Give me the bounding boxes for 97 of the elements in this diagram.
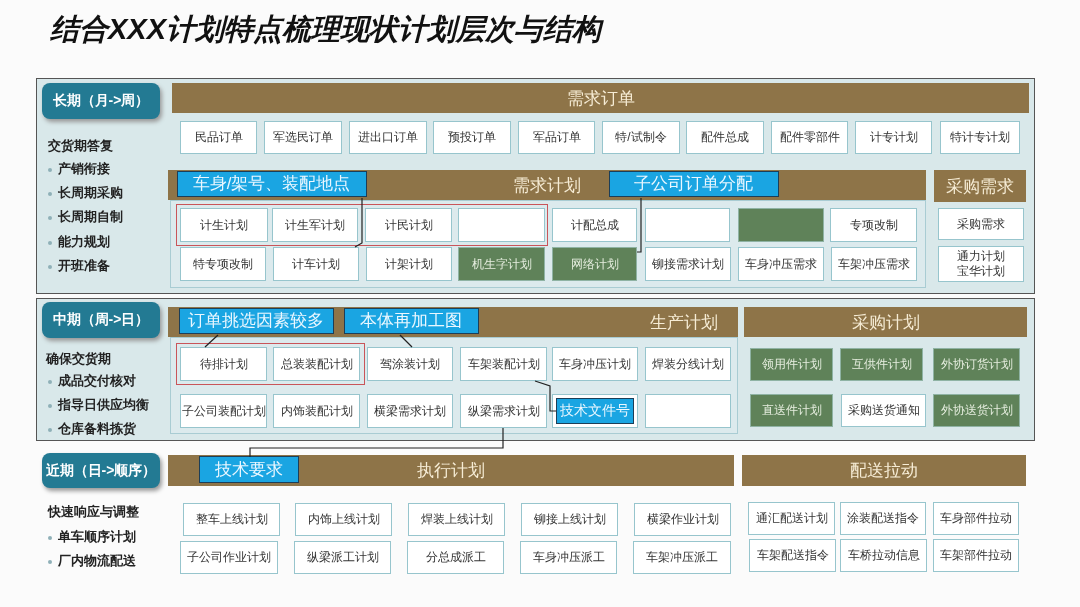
plan-box: 车桥拉动信息: [840, 539, 927, 572]
plan-box: 预投订单: [433, 121, 511, 154]
plan-box: 整车上线计划: [183, 503, 280, 536]
leader-line: [249, 427, 504, 458]
plan-box: 驾涂装计划: [367, 347, 453, 381]
plan-box: 采购需求: [938, 208, 1024, 240]
bullet-item: 仓库备料拣货: [48, 420, 136, 438]
plan-box: 横梁需求计划: [367, 394, 453, 428]
callout-box: 技术要求: [198, 455, 299, 483]
plan-box: [738, 208, 824, 242]
plan-box: 直送件计划: [750, 394, 833, 427]
plan-box: 网络计划: [552, 247, 637, 281]
bullet-item: 厂内物流配送: [48, 552, 136, 570]
page-title: 结合XXX计划特点梳理现状计划层次与结构: [50, 12, 602, 47]
plan-box: 机生字计划: [458, 247, 545, 281]
plan-box: 车架冲压派工: [633, 541, 731, 574]
plan-box: 铆接需求计划: [645, 247, 731, 281]
plan-box: [458, 208, 545, 242]
plan-box: 横梁作业计划: [634, 503, 731, 536]
plan-box: 子公司作业计划: [180, 541, 278, 574]
plan-box: 涂装配送指令: [840, 502, 926, 535]
plan-box: 计民计划: [365, 208, 452, 242]
plan-box: 专项改制: [830, 208, 917, 242]
plan-box: 车架配送指令: [749, 539, 836, 572]
section-header: 采购计划: [744, 307, 1027, 337]
plan-box: 外协订货计划: [933, 348, 1020, 381]
section-header: 需求订单: [172, 83, 1029, 113]
callout-box: 技术文件号: [555, 397, 634, 424]
plan-box: [645, 394, 731, 428]
plan-box: 进出口订单: [349, 121, 427, 154]
plan-box: 车架部件拉动: [933, 539, 1019, 572]
period-tag: 长期（月->周）: [42, 83, 160, 119]
plan-box: 通力计划宝华计划: [938, 246, 1024, 282]
plan-box: 内饰装配计划: [273, 394, 360, 428]
leader-line: [636, 197, 642, 253]
plan-box: 外协送货计划: [933, 394, 1020, 427]
plan-box: 特计专计划: [940, 121, 1020, 154]
plan-box: 车架装配计划: [460, 347, 547, 381]
plan-box: 铆接上线计划: [521, 503, 618, 536]
plan-box: 车身冲压派工: [520, 541, 617, 574]
plan-box: 车架冲压需求: [831, 247, 917, 281]
bullet-item: 开班准备: [48, 257, 110, 275]
plan-box: 待排计划: [180, 347, 267, 381]
bullet-item: 长周期自制: [48, 208, 123, 226]
bullet-item: 产销衔接: [48, 160, 110, 178]
plan-box: 焊装上线计划: [408, 503, 505, 536]
plan-box: 车身冲压需求: [738, 247, 824, 281]
section-note: 快速响应与调整: [48, 503, 139, 521]
leader-line: [204, 334, 219, 348]
plan-box: 计生军计划: [272, 208, 358, 242]
callout-box: 本体再加工图: [343, 307, 479, 334]
callout-box: 子公司订单分配: [608, 170, 779, 197]
leader-line: [399, 334, 413, 348]
plan-box: 分总成派工: [407, 541, 504, 574]
plan-box: 民品订单: [180, 121, 257, 154]
plan-box: 采购送货通知: [841, 394, 926, 427]
plan-box: 军选民订单: [264, 121, 342, 154]
plan-box: 子公司装配计划: [180, 394, 267, 428]
period-tag: 中期（周->日）: [42, 302, 160, 338]
callout-box: 车身/架号、装配地点: [176, 170, 367, 197]
plan-box: 通汇配送计划: [748, 502, 835, 535]
bullet-item: 能力规划: [48, 233, 110, 251]
plan-box: 纵梁需求计划: [460, 394, 547, 428]
callout-box: 订单挑选因素较多: [178, 307, 334, 334]
plan-box: 配件总成: [686, 121, 764, 154]
section-header: 技术要求 执行计划: [168, 455, 734, 486]
section-note: 确保交货期: [46, 350, 111, 368]
plan-box: 车身部件拉动: [933, 502, 1019, 535]
plan-box: 车身冲压计划: [552, 347, 638, 381]
plan-box: 内饰上线计划: [295, 503, 392, 536]
section-header: 订单挑选因素较多 本体再加工图 生产计划: [168, 307, 738, 337]
plan-box: 军品订单: [518, 121, 595, 154]
plan-box: 纵梁派工计划: [294, 541, 391, 574]
plan-box: 计车计划: [273, 247, 359, 281]
bullet-item: 指导日供应均衡: [48, 396, 149, 414]
plan-box: 计配总成: [552, 208, 637, 242]
period-tag: 近期（日->顺序）: [42, 453, 160, 488]
plan-box: 互供件计划: [840, 348, 923, 381]
plan-box: 计架计划: [366, 247, 452, 281]
plan-box: 焊装分线计划: [645, 347, 731, 381]
plan-box: 特/试制令: [602, 121, 680, 154]
section-header: 采购需求: [934, 170, 1026, 202]
plan-box: 配件零部件: [771, 121, 848, 154]
plan-box: 计专计划: [855, 121, 932, 154]
plan-box: [645, 208, 730, 242]
plan-box: 特专项改制: [180, 247, 266, 281]
section-header: 配送拉动: [742, 455, 1026, 486]
bullet-item: 单车顺序计划: [48, 528, 136, 546]
plan-box: 计生计划: [180, 208, 268, 242]
leader-line: [534, 380, 557, 412]
plan-box: 领用件计划: [750, 348, 833, 381]
section-note: 交货期答复: [48, 137, 113, 155]
section-header: 车身/架号、装配地点 需求计划 子公司订单分配: [168, 170, 926, 200]
leader-line: [354, 197, 363, 248]
bullet-item: 长周期采购: [48, 184, 123, 202]
plan-box: 总装装配计划: [273, 347, 360, 381]
bullet-item: 成品交付核对: [48, 372, 136, 390]
